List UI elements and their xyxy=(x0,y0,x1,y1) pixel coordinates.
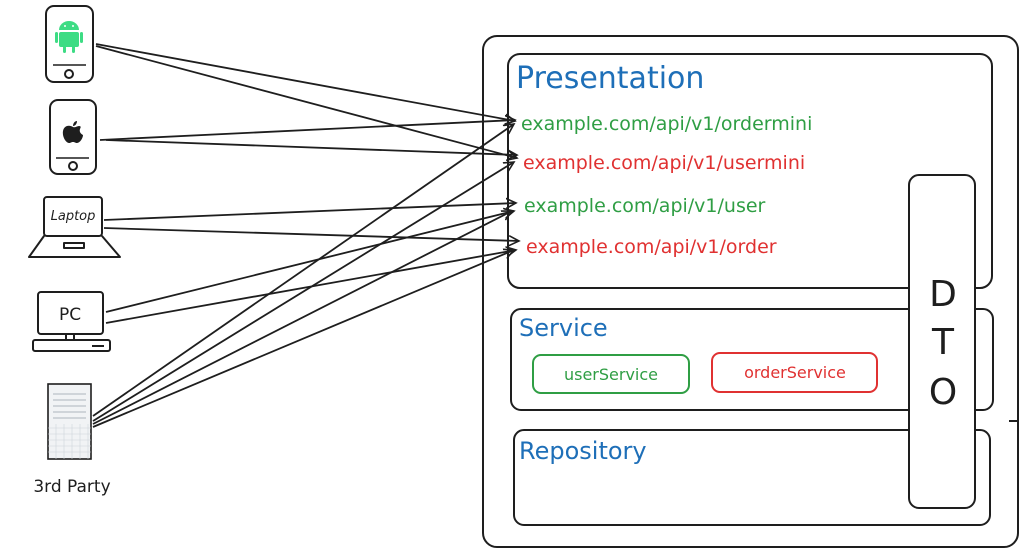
apple-logo-icon xyxy=(62,121,83,143)
arrow-pc-user xyxy=(105,211,514,313)
dto-letter-d: D xyxy=(929,274,957,315)
pc-label: PC xyxy=(59,305,81,325)
user-service-box[interactable] xyxy=(532,354,690,394)
laptop-label: Laptop xyxy=(51,209,96,224)
order-service-box[interactable] xyxy=(711,352,878,393)
arrow-laptop-user xyxy=(103,203,516,221)
arrow-thirdparty-user xyxy=(92,211,512,425)
arrow-android-ordermini xyxy=(95,43,515,121)
presentation-title: Presentation xyxy=(516,61,704,96)
laptop-icon: Laptop xyxy=(28,196,121,258)
order-service-label: orderService xyxy=(744,363,846,382)
endpoint-order[interactable]: example.com/api/v1/order xyxy=(526,236,777,258)
arrow-thirdparty-ordermini xyxy=(92,124,514,417)
android-logo-icon xyxy=(55,21,83,53)
dto-letter-t: T xyxy=(931,322,955,363)
iphone-icon xyxy=(49,99,97,175)
repository-title: Repository xyxy=(519,437,647,465)
endpoint-ordermini[interactable]: example.com/api/v1/ordermini xyxy=(521,113,812,135)
dto-box xyxy=(908,174,976,509)
server-icon xyxy=(47,383,92,460)
arrow-laptop-order xyxy=(103,227,519,241)
service-layer-box xyxy=(510,308,994,411)
endpoint-usermini[interactable]: example.com/api/v1/usermini xyxy=(523,152,805,174)
endpoint-list: example.com/api/v1/ordermini example.com… xyxy=(521,113,812,258)
arrow-iphone-usermini xyxy=(105,139,517,155)
user-service-label: userService xyxy=(564,365,658,384)
arrow-thirdparty-order xyxy=(92,250,514,428)
android-phone-icon xyxy=(45,5,94,83)
repository-layer-box xyxy=(513,429,991,526)
endpoint-user[interactable]: example.com/api/v1/user xyxy=(524,195,766,217)
service-title: Service xyxy=(519,314,608,342)
third-party-label: 3rd Party xyxy=(33,477,110,497)
arrow-thirdparty-usermini xyxy=(92,162,514,422)
arrow-iphone-ordermini xyxy=(99,120,515,141)
backend-container xyxy=(482,35,1019,548)
pc-icon: PC xyxy=(32,291,111,352)
dto-letter-o: O xyxy=(929,372,957,413)
arrows xyxy=(92,43,519,428)
arrow-android-usermini xyxy=(95,45,517,158)
